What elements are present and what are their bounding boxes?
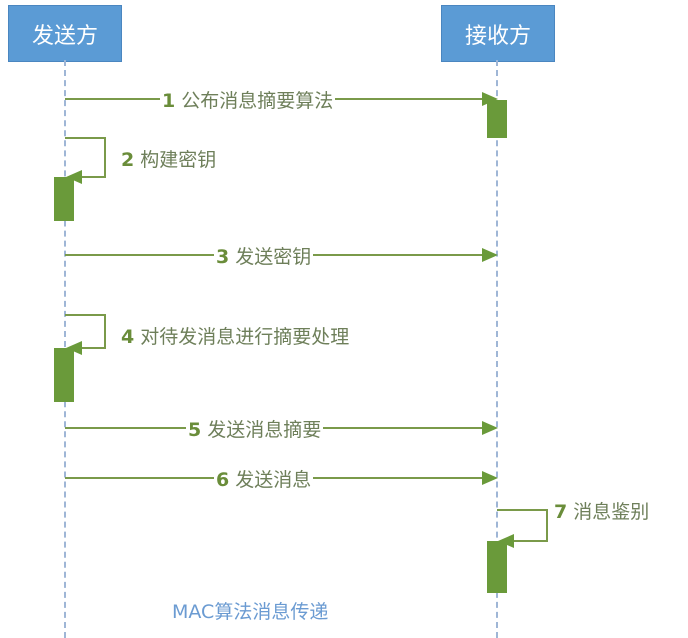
message-6-arrowhead (482, 471, 498, 485)
message-1-arrowhead (482, 92, 498, 106)
actor-receiver: 接收方 (441, 5, 555, 62)
message-5-label: 5 发送消息摘要 (186, 415, 324, 442)
message-7-label: 7 消息鉴别 (552, 497, 652, 524)
message-3-label: 3 发送密钥 (214, 242, 314, 269)
message-3-arrowhead (482, 248, 498, 262)
activation-sender-4 (54, 348, 74, 402)
message-4-label: 4 对待发消息进行摘要处理 (119, 322, 352, 349)
activation-sender-2 (54, 177, 74, 221)
message-6-label: 6 发送消息 (214, 465, 314, 492)
message-7-arrow (497, 509, 548, 542)
activation-receiver-1 (487, 100, 507, 138)
diagram-caption: MAC算法消息传递 (172, 601, 329, 623)
message-2-label: 2 构建密钥 (119, 145, 219, 172)
message-1-label: 1 公布消息摘要算法 (160, 86, 336, 113)
actor-sender: 发送方 (8, 5, 122, 62)
message-5-arrowhead (482, 421, 498, 435)
message-4-arrow (65, 314, 106, 349)
activation-receiver-7 (487, 541, 507, 593)
lifeline-receiver (496, 60, 498, 638)
message-2-arrow (65, 137, 106, 178)
